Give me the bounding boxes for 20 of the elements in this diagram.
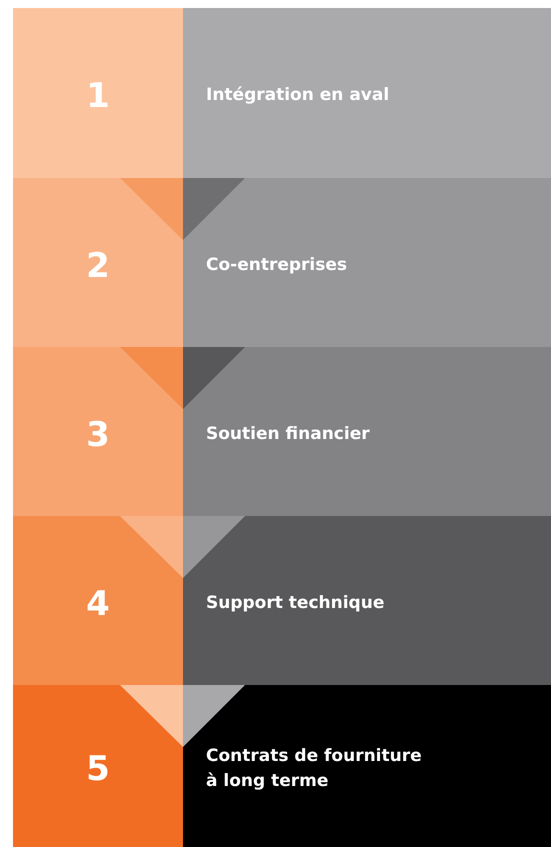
step-number: 3 <box>86 414 110 454</box>
number-panel <box>13 516 183 685</box>
step-number: 2 <box>86 246 110 286</box>
step-label: Co-entreprises <box>206 254 348 277</box>
step-label: Intégration en aval <box>206 84 390 108</box>
step-panel <box>183 8 551 178</box>
step-label: Contrats de fourniture à long terme <box>206 744 423 793</box>
step-number: 5 <box>86 749 110 789</box>
step-panel <box>183 178 551 347</box>
number-panel <box>13 685 183 847</box>
number-panel <box>13 8 183 178</box>
step-panel <box>183 347 551 516</box>
step-panel <box>183 685 551 847</box>
step-panel <box>183 516 551 685</box>
step-number: 1 <box>86 76 110 116</box>
step-number: 4 <box>86 584 110 624</box>
step-label: Support technique <box>206 592 384 615</box>
number-panel <box>13 347 183 516</box>
number-panel <box>13 178 183 347</box>
step-label: Soutien financier <box>206 422 370 446</box>
